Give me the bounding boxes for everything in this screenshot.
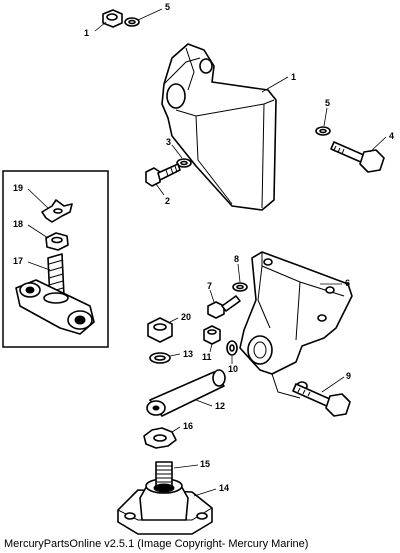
callout-12: 11: [202, 352, 212, 362]
part-7-lower-bracket: [239, 251, 353, 399]
part-1-mounting-bracket: [161, 43, 277, 211]
part-5-lock-washer-top: [124, 17, 140, 27]
callout-18: 17: [13, 256, 23, 266]
inset-detail-box: [2, 170, 109, 348]
leader-lines: [27, 8, 387, 497]
callout-4: 4: [389, 131, 394, 141]
callout-labels: 1 5 1 5 4 3 2 19 18 17 8 7 6 11 10 9 20 …: [13, 2, 394, 493]
callout-21: 20: [181, 312, 191, 322]
callout-11: 10: [228, 364, 238, 374]
part-9-lock-washer: [232, 282, 248, 292]
part-4-long-bolt: [330, 141, 385, 173]
callout-14: 13: [183, 349, 193, 359]
part-8-bolt: [207, 295, 241, 319]
part-13-sleeve: [146, 369, 226, 417]
part-10-long-bolt: [292, 383, 351, 417]
part-5-lock-washer-right: [315, 126, 331, 136]
part-16-stud: [153, 461, 175, 493]
part-6-hex-nut: [102, 9, 123, 28]
part-12-nut: [203, 325, 221, 345]
callout-1: 1: [291, 72, 296, 82]
part-21-hex-nut: [147, 317, 173, 343]
callout-5-top: 5: [165, 2, 170, 12]
callout-19: 18: [13, 219, 23, 229]
callout-3: 3: [166, 137, 171, 147]
part-15-rubber-mount: [117, 478, 213, 535]
callout-16: 15: [200, 459, 210, 469]
callout-13: 12: [215, 401, 225, 411]
callout-9: 8: [234, 254, 239, 264]
callout-6: 1: [84, 28, 89, 38]
part-2-bolt: [145, 163, 181, 187]
callout-17: 16: [183, 421, 193, 431]
image-caption: MercuryPartsOnline v2.5.1 (Image Copyrig…: [4, 538, 309, 550]
part-3-washer: [176, 158, 192, 168]
part-18-mount-assembly: [15, 253, 95, 335]
part-19-hex-nut: [45, 232, 69, 251]
callout-7: 6: [345, 278, 350, 288]
callout-15: 14: [219, 483, 229, 493]
callout-10: 9: [346, 371, 351, 381]
callout-5-right: 5: [325, 98, 330, 108]
part-17-tab-washer: [143, 427, 177, 449]
callout-8: 7: [207, 281, 212, 291]
part-14-washer: [149, 352, 171, 364]
part-20-tab-washer: [41, 199, 73, 223]
part-11-washer: [226, 340, 238, 356]
callout-2: 2: [165, 196, 170, 206]
callout-20: 19: [13, 183, 23, 193]
